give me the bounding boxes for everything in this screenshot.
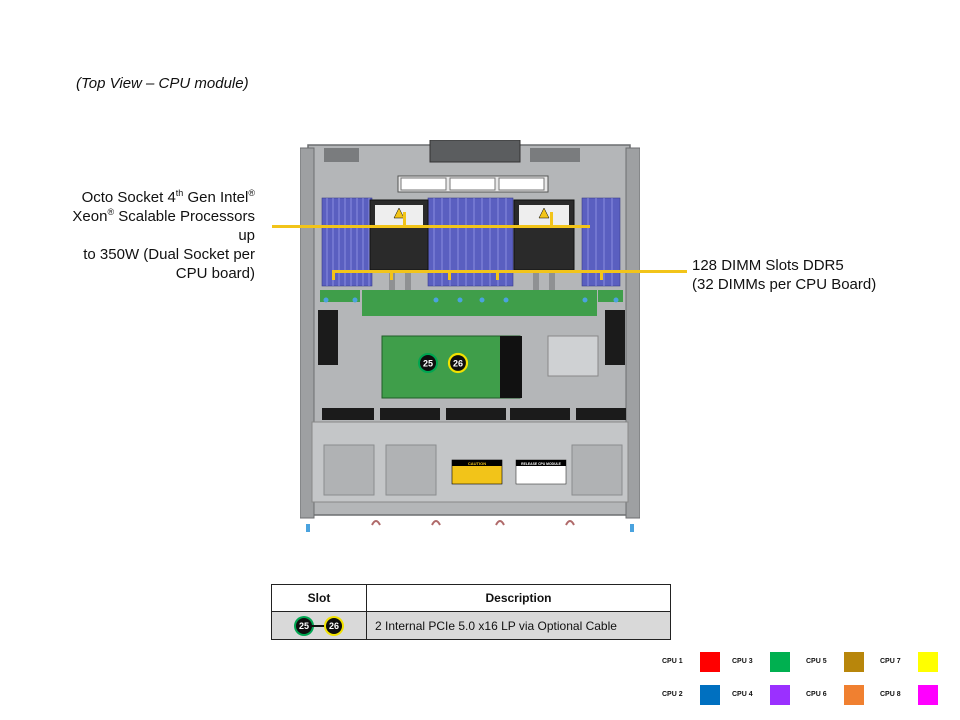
dimm-leader-line — [332, 270, 687, 273]
cpu-callout-line3: to 350W (Dual Socket per — [83, 246, 255, 263]
cpu-callout-sup: th — [175, 188, 184, 198]
board-slot-25-marker: 25 — [418, 353, 438, 373]
dimm-leader-tick-5 — [600, 270, 603, 280]
legend-label: CPU 1 — [662, 658, 683, 665]
legend-label: CPU 6 — [806, 691, 827, 698]
svg-text:25: 25 — [423, 359, 433, 369]
cpu-callout-line4: CPU board) — [175, 265, 255, 282]
table-row: 25 26 2 Internal PCIe 5.0 x16 LP via Opti… — [271, 611, 671, 640]
cpu-module-board: 25 26 CAUTION RELEASE CPU MODULE — [300, 140, 640, 532]
board-slot-26-marker: 26 — [447, 352, 469, 374]
legend-swatch — [844, 652, 864, 672]
registered-mark: ® — [248, 188, 255, 198]
cpu-leader-tick-1 — [403, 212, 406, 227]
dimm-leader-tick-4 — [496, 270, 499, 280]
description-cell: 2 Internal PCIe 5.0 x16 LP via Optional … — [366, 611, 671, 640]
description-column-header: Description — [366, 584, 671, 612]
legend-label: CPU 2 — [662, 691, 683, 698]
release-label-text: RELEASE CPU MODULE — [521, 462, 561, 466]
cpu-callout-line1-pre: Octo Socket 4 — [81, 189, 176, 206]
cpu-leader-tick-2 — [550, 212, 553, 227]
dimm-callout-line1: 128 DIMM Slots DDR5 — [692, 257, 844, 274]
cpu-callout-line2-post: Scalable Processors up — [114, 208, 255, 244]
slot-column-header: Slot — [271, 584, 367, 612]
slot-25-badge: 25 — [296, 617, 312, 634]
cpu-callout-line1-post: Gen Intel — [183, 189, 249, 206]
legend-label: CPU 8 — [880, 691, 901, 698]
legend-label: CPU 5 — [806, 658, 827, 665]
legend-swatch — [918, 685, 938, 705]
cpu-leader-line — [272, 225, 590, 228]
legend-swatch — [700, 652, 720, 672]
dimm-leader-tick-2 — [390, 270, 393, 280]
legend-swatch — [700, 685, 720, 705]
dimm-leader-tick-1 — [332, 270, 335, 280]
slot-26-badge: 26 — [326, 617, 342, 634]
legend-swatch — [770, 652, 790, 672]
legend-label: CPU 7 — [880, 658, 901, 665]
cpu-callout: Octo Socket 4th Gen Intel® Xeon® Scalabl… — [55, 188, 255, 283]
dimm-leader-tick-3 — [448, 270, 451, 280]
slot-table: Slot Description 25 26 2 Internal PCIe 5.… — [271, 584, 671, 640]
svg-text:26: 26 — [453, 359, 463, 369]
legend-swatch — [770, 685, 790, 705]
slot-connector-line — [312, 624, 326, 627]
dimm-callout: 128 DIMM Slots DDR5 (32 DIMMs per CPU Bo… — [692, 256, 922, 294]
registered-mark: ® — [107, 207, 115, 217]
caution-label-text: CAUTION — [468, 461, 486, 466]
legend-swatch — [844, 685, 864, 705]
legend-swatch — [918, 652, 938, 672]
legend-label: CPU 4 — [732, 691, 753, 698]
cpu-callout-line2-pre: Xeon — [72, 208, 108, 225]
table-header-row: Slot Description — [271, 584, 671, 612]
legend-label: CPU 3 — [732, 658, 753, 665]
dimm-callout-line2: (32 DIMMs per CPU Board) — [692, 276, 877, 293]
view-caption: (Top View – CPU module) — [76, 75, 249, 92]
slot-cell: 25 26 — [271, 611, 367, 640]
cpu-color-legend: CPU 1 CPU 3 CPU 5 CPU 7 CPU 2 CPU 4 CPU … — [660, 652, 950, 712]
